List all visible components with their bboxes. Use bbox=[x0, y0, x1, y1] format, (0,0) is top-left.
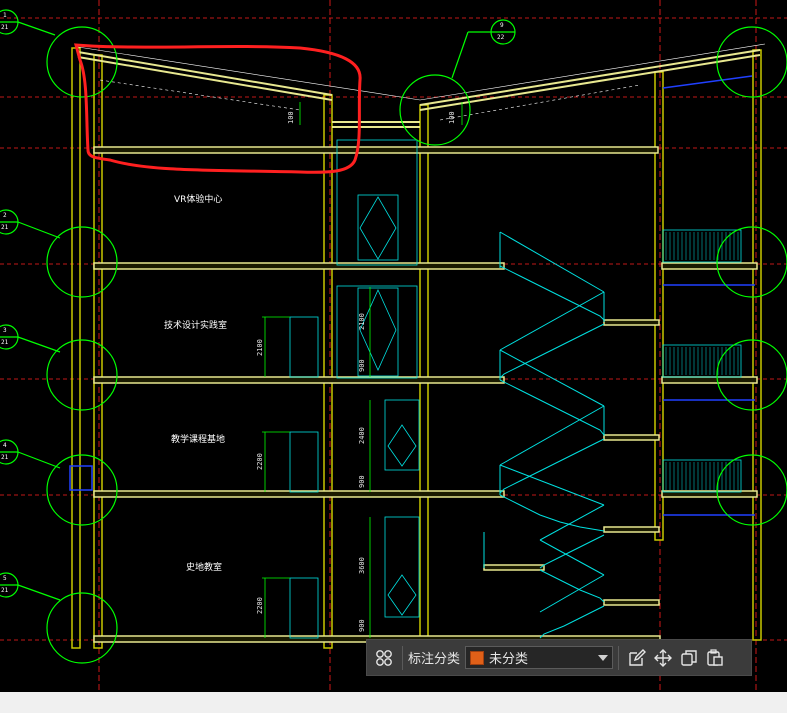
room-label-history: 史地教室 bbox=[186, 563, 223, 573]
bubble-5-num: 5 bbox=[3, 575, 7, 582]
bubble-4-num: 4 bbox=[3, 442, 7, 449]
railings bbox=[665, 232, 739, 490]
doors bbox=[262, 102, 463, 639]
dim-floor2-stair-top: 2100 bbox=[358, 313, 366, 330]
cad-canvas[interactable]: VR体验中心 技术设计实践室 教学课程基地 史地教室 100 100 2100 … bbox=[0, 0, 787, 692]
grid-lines bbox=[0, 17, 787, 641]
dim-floor4-door: 2200 bbox=[256, 597, 264, 614]
axis-lines bbox=[98, 0, 757, 692]
bubble-1-sheet: 21 bbox=[1, 24, 9, 31]
bubble-9-sheet: 22 bbox=[497, 34, 505, 41]
bubble-2-num: 2 bbox=[3, 212, 7, 219]
bubble-1-num: 1 bbox=[3, 12, 7, 19]
bubble-5-sheet: 21 bbox=[1, 587, 9, 594]
toolbar-divider bbox=[618, 645, 620, 670]
category-color-swatch bbox=[470, 650, 485, 665]
bubble-9-num: 9 bbox=[500, 22, 504, 29]
dim-floor2-stair-bottom: 900 bbox=[358, 359, 366, 372]
dim-floor3-stair-top: 2400 bbox=[358, 427, 366, 444]
bubble-3-sheet: 21 bbox=[1, 339, 9, 346]
category-value: 未分类 bbox=[489, 652, 529, 667]
chevron-down-icon bbox=[598, 654, 609, 661]
blue-railing bbox=[69, 75, 755, 516]
dim-roof-a: 100 bbox=[287, 111, 295, 124]
dim-roof-b: 100 bbox=[448, 111, 456, 124]
toolbar-label: 标注分类 bbox=[408, 652, 461, 667]
detail-circles bbox=[0, 9, 787, 664]
bubble-4-sheet: 21 bbox=[1, 454, 9, 461]
paste-icon[interactable] bbox=[702, 645, 728, 671]
room-label-tech: 技术设计实践室 bbox=[164, 321, 228, 331]
annotation-toolbar: 标注分类 未分类 bbox=[366, 639, 752, 676]
toolbar-divider bbox=[402, 645, 403, 670]
room-label-vr: VR体验中心 bbox=[174, 195, 223, 205]
roof bbox=[77, 49, 761, 128]
room-label-teaching: 教学课程基地 bbox=[171, 435, 226, 445]
dim-floor3-stair-bottom: 900 bbox=[358, 475, 366, 488]
stair-windows bbox=[336, 139, 742, 618]
bubble-2-sheet: 21 bbox=[1, 224, 9, 231]
category-select[interactable]: 未分类 bbox=[465, 646, 614, 669]
dim-floor4-stair-bottom: 900 bbox=[358, 619, 366, 632]
grid-apps-icon[interactable] bbox=[371, 645, 397, 671]
dim-floor3-door: 2200 bbox=[256, 453, 264, 470]
section-drawing bbox=[0, 0, 787, 692]
move-icon[interactable] bbox=[650, 645, 676, 671]
dim-floor2-door: 2100 bbox=[256, 339, 264, 356]
copy-icon[interactable] bbox=[676, 645, 702, 671]
stairs bbox=[483, 231, 605, 639]
bubble-3-num: 3 bbox=[3, 327, 7, 334]
dim-floor4-stair-top: 3600 bbox=[358, 557, 366, 574]
edit-icon[interactable] bbox=[624, 645, 650, 671]
markup-cloud bbox=[74, 43, 362, 174]
walls bbox=[71, 47, 762, 649]
